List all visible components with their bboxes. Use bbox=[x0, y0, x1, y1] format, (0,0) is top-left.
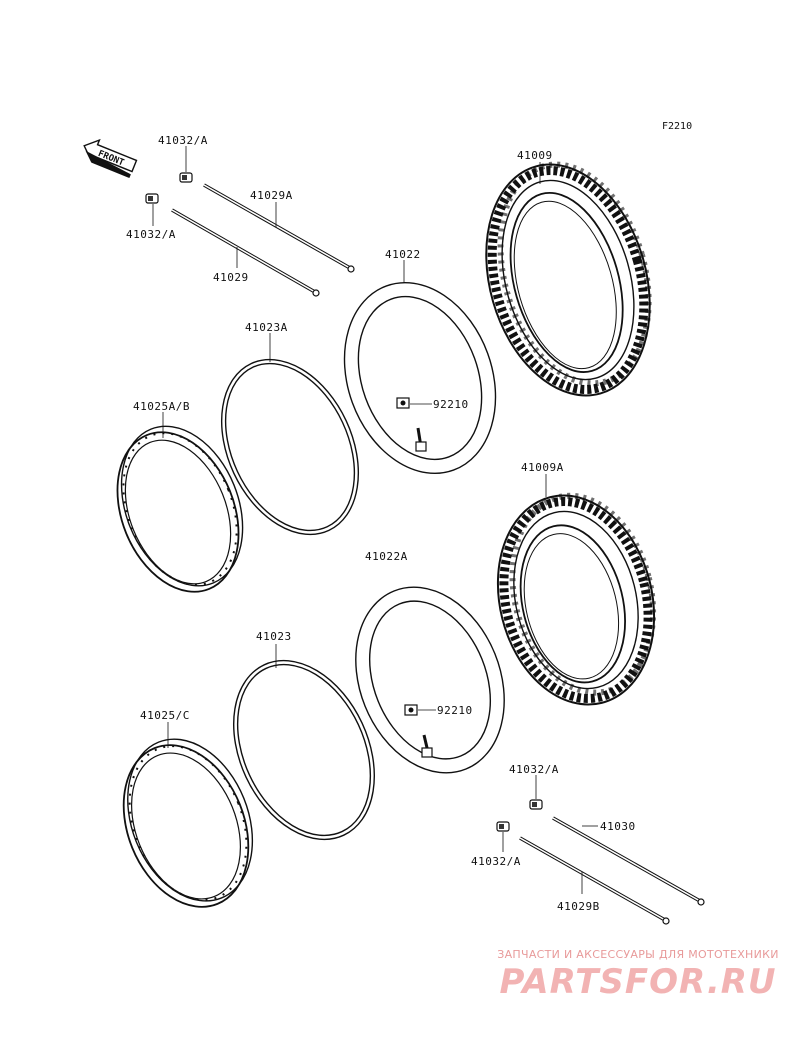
tube-41022 bbox=[343, 281, 497, 475]
spoke-41030 bbox=[552, 816, 705, 906]
label-41032a-top2: 41032/A bbox=[126, 228, 176, 241]
valve-nut-top bbox=[396, 397, 410, 409]
tire-41009a bbox=[496, 492, 657, 706]
label-41025ab: 41025A/B bbox=[133, 400, 190, 413]
label-41023a: 41023A bbox=[245, 321, 288, 334]
label-41032a-bot1: 41032/A bbox=[509, 763, 559, 776]
label-41029b: 41029B bbox=[557, 900, 600, 913]
spoke-41029 bbox=[171, 208, 320, 297]
label-41032a-bot2: 41032/A bbox=[471, 855, 521, 868]
spoke-41029b bbox=[519, 836, 670, 925]
watermark-tagline: ЗАПЧАСТИ И АКСЕССУАРЫ ДЛЯ МОТОТЕХНИКИ bbox=[497, 948, 779, 961]
tube-41022a bbox=[355, 586, 505, 774]
label-41029a: 41029A bbox=[250, 189, 293, 202]
spoke-41029a bbox=[203, 183, 355, 273]
label-41022a: 41022A bbox=[365, 550, 408, 563]
diagram-code: F2210 bbox=[662, 121, 692, 132]
spoke-nipple-top-1 bbox=[179, 172, 193, 183]
valve-stem-bottom bbox=[421, 734, 433, 758]
front-arrow-icon: FRONT bbox=[83, 138, 138, 179]
label-41025c: 41025/C bbox=[140, 709, 190, 722]
spoke-nipple-bottom-1 bbox=[529, 799, 543, 810]
spoke-nipple-top-2 bbox=[145, 193, 159, 204]
label-41023: 41023 bbox=[256, 630, 292, 643]
rim-band-41023a bbox=[220, 358, 360, 536]
rim-41025c bbox=[122, 738, 254, 908]
spoke-nipple-bottom-2 bbox=[496, 821, 510, 832]
watermark-logo: PARTSFOR.RU bbox=[499, 962, 777, 1002]
tire-41009 bbox=[485, 161, 652, 397]
valve-nut-bottom bbox=[404, 704, 418, 716]
label-41029: 41029 bbox=[213, 271, 249, 284]
label-41009a: 41009A bbox=[521, 461, 564, 474]
label-41032a-top1: 41032/A bbox=[158, 134, 208, 147]
valve-stem-top bbox=[415, 427, 427, 452]
label-41009: 41009 bbox=[517, 149, 553, 162]
label-92210-bottom: 92210 bbox=[437, 704, 473, 717]
label-41022: 41022 bbox=[385, 248, 421, 261]
rim-41025ab bbox=[116, 425, 244, 593]
rim-band-41023 bbox=[232, 659, 376, 841]
label-41030: 41030 bbox=[600, 820, 636, 833]
label-92210-top: 92210 bbox=[433, 398, 469, 411]
